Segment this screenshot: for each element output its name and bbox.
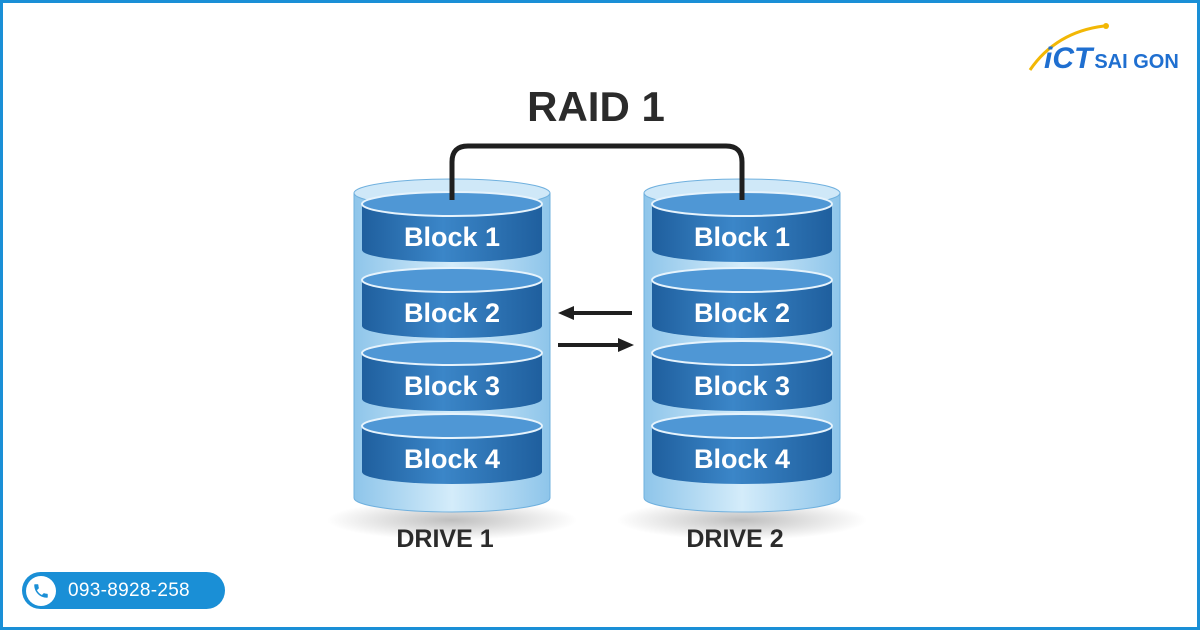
block-top [651, 340, 833, 366]
block-2: Block 2 [361, 267, 543, 338]
block-label: Block 3 [694, 371, 790, 401]
block-top [651, 267, 833, 293]
block-4: Block 4 [651, 413, 833, 484]
block-label: Block 1 [404, 222, 500, 252]
drive-2: Block 1 Block 2 Block 3 Block 4 DRIVE 2 [617, 178, 867, 553]
block-label: Block 4 [404, 444, 500, 474]
block-label: Block 3 [404, 371, 500, 401]
block-1: Block 1 [651, 191, 833, 262]
mirror-connector [449, 143, 745, 200]
block-4: Block 4 [361, 413, 543, 484]
block-body [652, 280, 832, 338]
logo-ict-text: iCT [1044, 42, 1093, 75]
diagram-title: RAID 1 [527, 83, 665, 130]
drive-shadow [327, 500, 577, 540]
arrow-right-icon [558, 338, 634, 352]
phone-contact-button[interactable]: 093-8928-258 [22, 572, 225, 609]
block-3: Block 3 [651, 340, 833, 411]
block-body [652, 204, 832, 262]
block-label: Block 2 [694, 298, 790, 328]
block-body [652, 353, 832, 411]
sync-arrows [558, 306, 634, 352]
arrow-left-icon [558, 306, 632, 320]
block-1: Block 1 [361, 191, 543, 262]
logo-saigon-text: SAI GON [1094, 51, 1179, 73]
block-body [362, 426, 542, 484]
drive-label: DRIVE 2 [686, 525, 783, 553]
block-top [361, 340, 543, 366]
block-label: Block 1 [694, 222, 790, 252]
block-top [361, 267, 543, 293]
block-label: Block 4 [694, 444, 790, 474]
drive-1: Block 1 Block 2 Block 3 Block 4 DRIVE 1 [327, 178, 577, 553]
block-label: Block 2 [404, 298, 500, 328]
block-body [652, 426, 832, 484]
drive-label: DRIVE 1 [396, 525, 493, 553]
block-body [362, 280, 542, 338]
logo-swoosh [1028, 23, 1109, 71]
block-body [362, 204, 542, 262]
block-2: Block 2 [651, 267, 833, 338]
block-top [651, 413, 833, 439]
phone-icon [26, 575, 56, 606]
phone-number: 093-8928-258 [68, 579, 190, 601]
block-top [361, 413, 543, 439]
block-body [362, 353, 542, 411]
drive-shadow [617, 500, 867, 540]
block-3: Block 3 [361, 340, 543, 411]
